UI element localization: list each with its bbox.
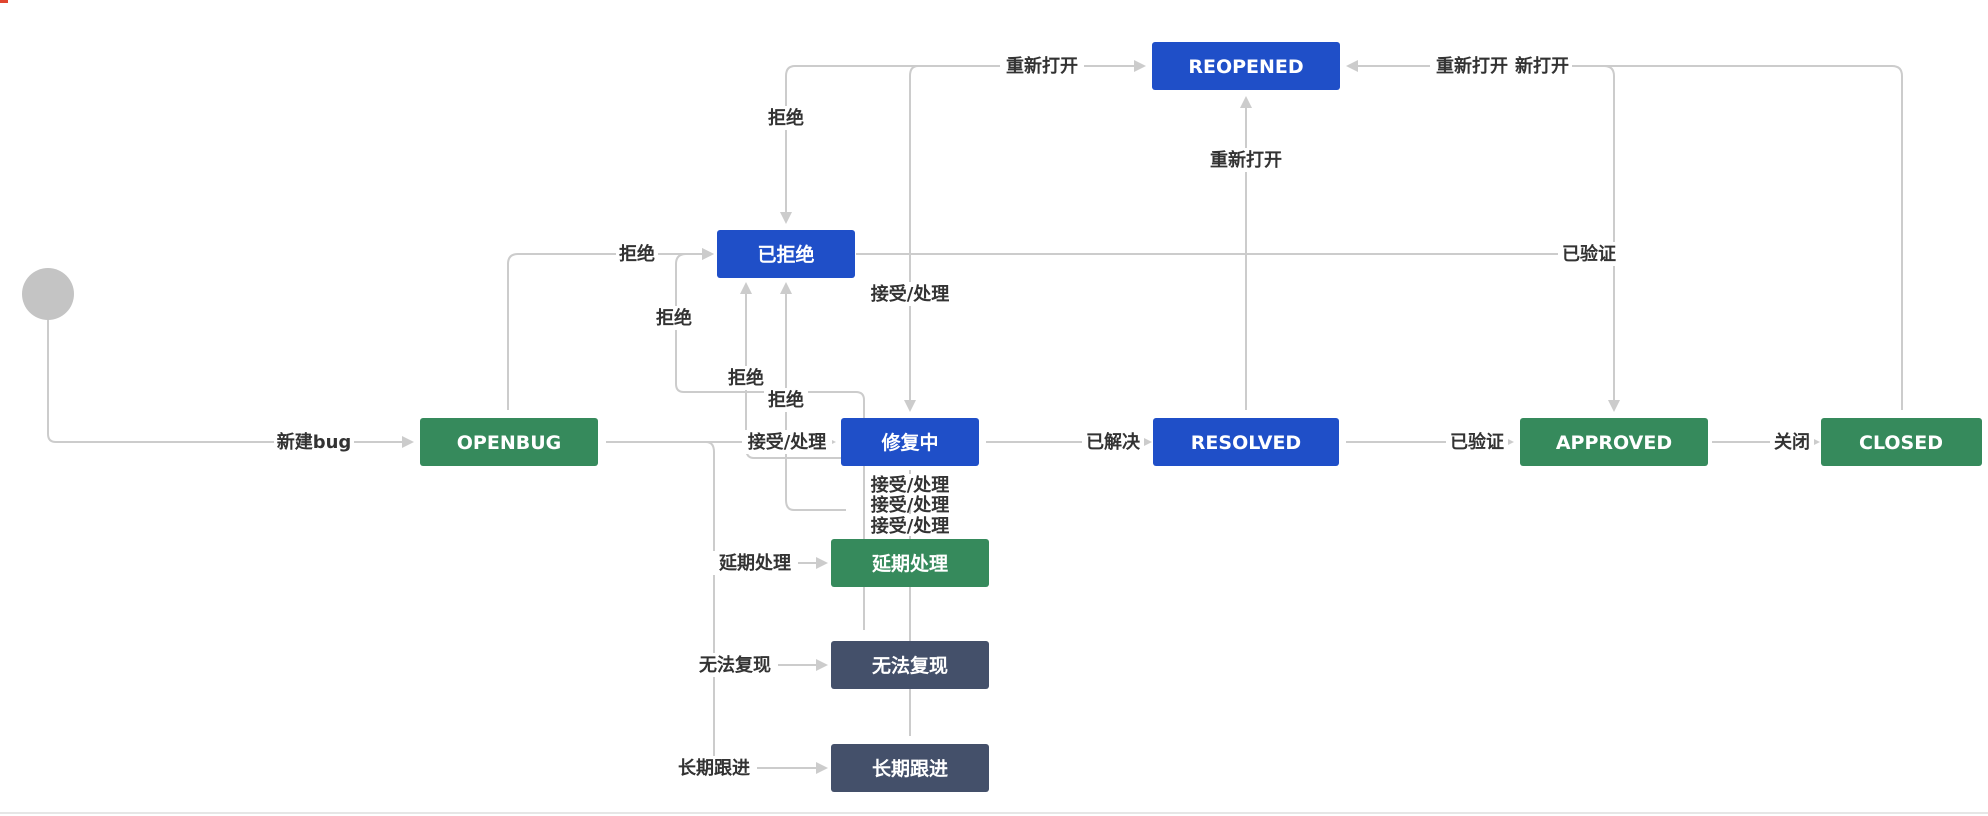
transition-label-verified-from-rejected[interactable]: 已验证: [1562, 243, 1616, 265]
start-node: [22, 268, 74, 320]
edge-reject-from-deferred: [780, 282, 846, 511]
label-bg-reject-fixing: [724, 366, 768, 390]
transition-label-long-term-from-open[interactable]: 长期跟进: [678, 758, 750, 779]
transition-label-accept-from-long-term[interactable]: 接受/处理: [871, 515, 950, 537]
transition-label-accept-from-cannot-reproduce[interactable]: 接受/处理: [871, 494, 950, 516]
status-rejected[interactable]: 已拒绝: [717, 230, 855, 278]
status-cannot-reproduce[interactable]: 无法复现: [831, 641, 989, 689]
transition-label-defer-from-open[interactable]: 延期处理: [718, 552, 791, 574]
label-bg-long-term: [671, 756, 757, 780]
status-approved-label: APPROVED: [1556, 432, 1672, 454]
transition-label-accept-from-open[interactable]: 接受/处理: [748, 431, 827, 453]
status-long-term-label: 长期跟进: [872, 758, 948, 780]
label-bg-new-bug: [274, 430, 354, 454]
label-bg-cannot-reproduce: [692, 653, 778, 677]
label-bg-reject-reopened: [764, 106, 808, 130]
status-resolved-box[interactable]: [1153, 418, 1339, 466]
label-bg-close: [1770, 430, 1814, 454]
status-closed-box[interactable]: [1821, 418, 1982, 466]
status-closed-label: CLOSED: [1859, 432, 1943, 454]
status-long-term[interactable]: 长期跟进: [831, 744, 989, 792]
edge-open-down-bus: [606, 441, 715, 768]
status-reopened-label: REOPENED: [1188, 56, 1303, 78]
status-closed[interactable]: CLOSED: [1821, 418, 1982, 466]
edge-reopen-from-closed: [1346, 60, 1903, 410]
status-resolved-label: RESOLVED: [1191, 432, 1301, 454]
transition-label-reopen-from-closed[interactable]: 新打开: [1515, 55, 1569, 77]
label-bg-verified-rejected: [1558, 242, 1620, 266]
edge-reopen-from-approved: [1603, 65, 1620, 412]
transition-label-reject-from-deferred[interactable]: 拒绝: [768, 389, 804, 411]
status-long-term-box[interactable]: [831, 744, 989, 792]
status-approved[interactable]: APPROVED: [1520, 418, 1708, 466]
edge-new-bug: [47, 296, 414, 448]
label-bg-accept-open: [742, 430, 832, 454]
transition-label-reopen-from-approved[interactable]: 重新打开: [1436, 55, 1508, 77]
transition-label-new-bug[interactable]: 新建bug: [277, 431, 352, 453]
status-cannot-reproduce-box[interactable]: [831, 641, 989, 689]
label-bg-reject-cannot: [652, 306, 696, 330]
label-bg-accept-cannot: [866, 494, 956, 506]
transition-label-reopen-from-rejected[interactable]: 重新打开: [1006, 55, 1078, 77]
transition-label-reject-from-open[interactable]: 拒绝: [619, 243, 655, 265]
status-resolved[interactable]: RESOLVED: [1153, 418, 1339, 466]
label-bg-accept-long-term: [866, 514, 956, 536]
transition-labels: 新建bug 拒绝 拒绝 重新打开 重新打开 重新打开 新打开 已验证 接受/处理…: [274, 54, 1814, 780]
label-bg-defer: [712, 551, 798, 575]
transition-label-reject-from-cannot-reproduce[interactable]: 拒绝: [656, 307, 692, 329]
transition-label-reject-from-reopened[interactable]: 拒绝: [768, 107, 804, 129]
label-bg-reopen-resolved: [1204, 148, 1288, 172]
transition-label-close-from-approved[interactable]: 关闭: [1774, 431, 1810, 453]
status-cannot-reproduce-label: 无法复现: [872, 654, 948, 677]
corner-mark: [0, 0, 8, 3]
status-openbug[interactable]: OPENBUG: [420, 418, 598, 466]
label-bg-accept-rejected: [866, 282, 956, 306]
status-fixing[interactable]: 修复中: [841, 418, 979, 466]
status-deferred-label: 延期处理: [871, 552, 948, 575]
label-bg-reject-deferred: [764, 388, 808, 412]
transition-label-accept-from-deferred[interactable]: 接受/处理: [871, 474, 950, 496]
edge-reject-from-reopened: [785, 65, 1000, 212]
label-bg-reopen-closed: [1512, 54, 1572, 78]
edge-reject-from-open: [507, 248, 714, 410]
status-rejected-label: 已拒绝: [757, 243, 814, 266]
label-bg-accept-deferred: [866, 474, 956, 496]
label-bg-verified-resolved: [1446, 430, 1508, 454]
label-bg-reopen-approved: [1430, 54, 1514, 78]
transition-label-verified-from-resolved[interactable]: 已验证: [1450, 431, 1504, 453]
edge-reject-from-cannot-reproduce: [675, 248, 865, 630]
status-fixing-label: 修复中: [880, 431, 938, 454]
transition-label-resolved-from-fixing[interactable]: 已解决: [1086, 431, 1141, 453]
status-openbug-label: OPENBUG: [457, 432, 561, 454]
status-rejected-box[interactable]: [717, 230, 855, 278]
edge-accept-from-reopened-top: [909, 65, 919, 400]
status-reopened-box[interactable]: [1152, 42, 1340, 90]
transition-label-reject-from-fixing[interactable]: 拒绝: [728, 367, 764, 389]
status-fixing-box[interactable]: [841, 418, 979, 466]
status-reopened[interactable]: REOPENED: [1152, 42, 1340, 90]
transition-label-cannot-reproduce-from-open[interactable]: 无法复现: [699, 654, 771, 676]
label-bg-reject-open: [616, 242, 658, 266]
status-openbug-box[interactable]: [420, 418, 598, 466]
transition-label-reopen-from-resolved[interactable]: 重新打开: [1210, 149, 1282, 171]
label-bg-reopen-rejected: [1000, 54, 1084, 78]
transition-label-accept-from-rejected[interactable]: 接受/处理: [871, 283, 950, 305]
label-bg-resolved: [1082, 430, 1144, 454]
status-approved-box[interactable]: [1520, 418, 1708, 466]
status-deferred[interactable]: 延期处理: [831, 539, 989, 587]
status-deferred-box[interactable]: [831, 539, 989, 587]
